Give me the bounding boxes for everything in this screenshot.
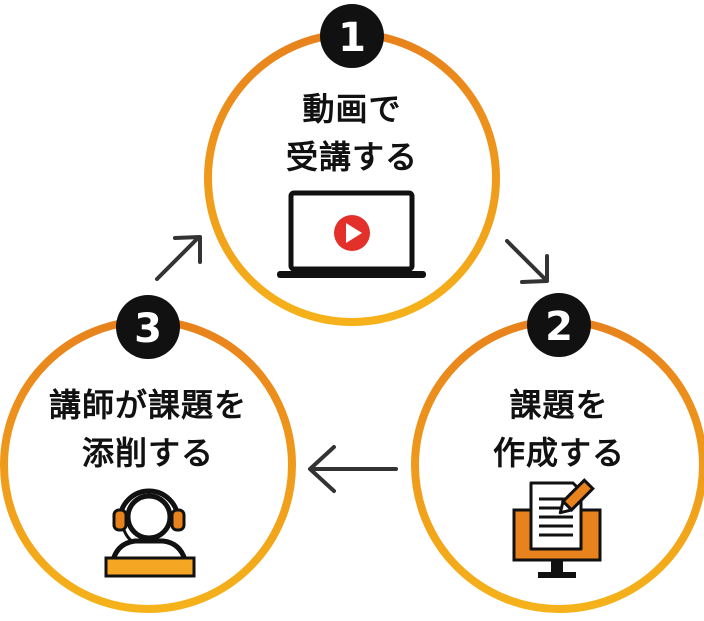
- step-2-badge: 2: [527, 293, 591, 357]
- step-1-badge: 1: [320, 4, 384, 68]
- arrow-step-1-to-2: [505, 239, 549, 284]
- step-3-label-line-1: 講師が課題を: [48, 386, 247, 424]
- svg-text:3: 3: [134, 306, 162, 352]
- headset-instructor-icon: [104, 488, 196, 578]
- arrow-step-3-to-1: [155, 235, 202, 281]
- step-3-label: 講師が課題を 添削する: [28, 381, 268, 477]
- svg-text:2: 2: [545, 304, 573, 350]
- svg-text:1: 1: [338, 15, 366, 61]
- arrow-step-2-to-3: [308, 445, 398, 493]
- step-2-label-line-1: 課題を: [509, 386, 609, 424]
- step-1-label-line-1: 動画で: [302, 90, 402, 128]
- document-monitor-icon: [512, 478, 602, 578]
- step-2-label-line-2: 作成する: [492, 434, 625, 472]
- step-3-label-line-2: 添削する: [81, 434, 214, 472]
- laptop-video-icon: [277, 190, 426, 278]
- step-3-badge: 3: [116, 295, 180, 359]
- step-1-label-line-2: 受講する: [285, 138, 418, 176]
- step-2-label: 課題を 作成する: [479, 381, 639, 477]
- step-1-label: 動画で 受講する: [272, 85, 432, 181]
